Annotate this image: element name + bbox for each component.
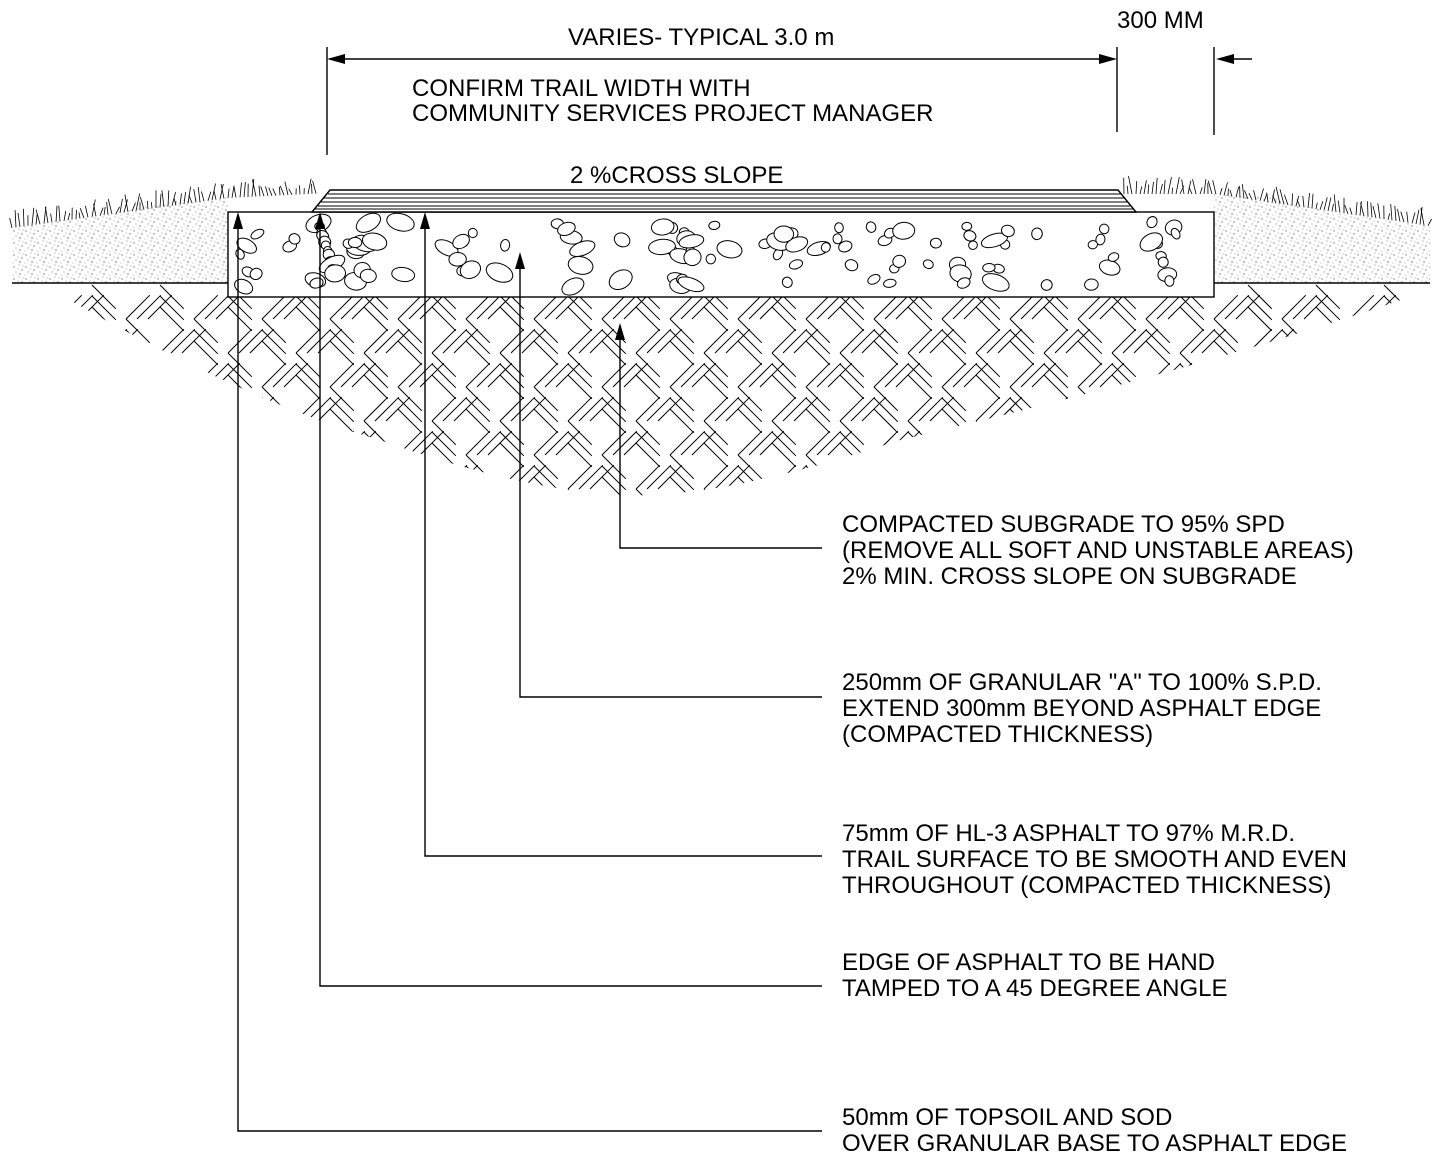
trail-width-label: VARIES- TYPICAL 3.0 m [568, 24, 834, 51]
asphalt-hatch [315, 193, 1134, 210]
svg-text:THROUGHOUT (COMPACTED THICKNES: THROUGHOUT (COMPACTED THICKNESS) [842, 872, 1331, 899]
confirm-note-line-1: CONFIRM TRAIL WIDTH WITH [412, 75, 751, 102]
leader-topsoil [233, 212, 822, 1132]
svg-text:(REMOVE ALL SOFT AND UNSTABLE: (REMOVE ALL SOFT AND UNSTABLE AREAS) [842, 537, 1354, 564]
callout-subgrade: COMPACTED SUBGRADE TO 95% SPD (REMOVE AL… [842, 511, 1354, 590]
leader-subgrade [615, 323, 822, 549]
leader-granular [515, 252, 822, 698]
compacted-subgrade-hatch [40, 284, 1430, 496]
callout-asphalt: 75mm OF HL-3 ASPHALT TO 97% M.R.D. TRAIL… [842, 820, 1347, 899]
topsoil-left [12, 198, 228, 283]
svg-text:OVER GRANULAR BASE TO ASPHALT: OVER GRANULAR BASE TO ASPHALT EDGE [842, 1130, 1347, 1154]
dim-arrow-right [1099, 54, 1117, 64]
dim-arrow-offset [1216, 54, 1234, 64]
svg-text:(COMPACTED THICKNESS): (COMPACTED THICKNESS) [842, 721, 1153, 748]
granular-aggregate [234, 212, 1183, 296]
leader-asphalt-edge [315, 212, 822, 987]
svg-text:50mm OF TOPSOIL AND SOD: 50mm OF TOPSOIL AND SOD [842, 1104, 1172, 1131]
svg-text:EXTEND 300mm BEYOND ASPHALT ED: EXTEND 300mm BEYOND ASPHALT EDGE [842, 695, 1321, 722]
svg-text:2% MIN. CROSS SLOPE ON SUBGRAD: 2% MIN. CROSS SLOPE ON SUBGRADE [842, 563, 1297, 590]
leader-asphalt [420, 212, 822, 857]
dim-arrow-left [327, 54, 345, 64]
callout-asphalt-edge: EDGE OF ASPHALT TO BE HAND TAMPED TO A 4… [842, 949, 1227, 1002]
svg-text:250mm OF GRANULAR "A" TO 100%: 250mm OF GRANULAR "A" TO 100% S.P.D. [842, 669, 1322, 696]
grass-sod [9, 175, 1432, 229]
callout-topsoil: 50mm OF TOPSOIL AND SOD OVER GRANULAR BA… [842, 1104, 1347, 1154]
svg-text:TAMPED TO A 45 DEGREE ANGLE: TAMPED TO A 45 DEGREE ANGLE [842, 975, 1227, 1002]
topsoil-right [1214, 194, 1430, 283]
confirm-note-line-2: COMMUNITY SERVICES PROJECT MANAGER [412, 100, 933, 127]
svg-text:EDGE OF ASPHALT TO BE HAND: EDGE OF ASPHALT TO BE HAND [842, 949, 1215, 976]
cross-slope-label: 2 %CROSS SLOPE [570, 162, 783, 189]
svg-text:TRAIL SURFACE TO BE SMOOTH AND: TRAIL SURFACE TO BE SMOOTH AND EVEN [842, 846, 1347, 873]
callout-granular-a: 250mm OF GRANULAR "A" TO 100% S.P.D. EXT… [842, 669, 1322, 748]
svg-text:COMPACTED SUBGRADE TO 95% SPD: COMPACTED SUBGRADE TO 95% SPD [842, 511, 1285, 538]
svg-text:75mm OF HL-3 ASPHALT TO 97% M.: 75mm OF HL-3 ASPHALT TO 97% M.R.D. [842, 820, 1295, 847]
offset-300mm-label: 300 MM [1117, 7, 1204, 34]
